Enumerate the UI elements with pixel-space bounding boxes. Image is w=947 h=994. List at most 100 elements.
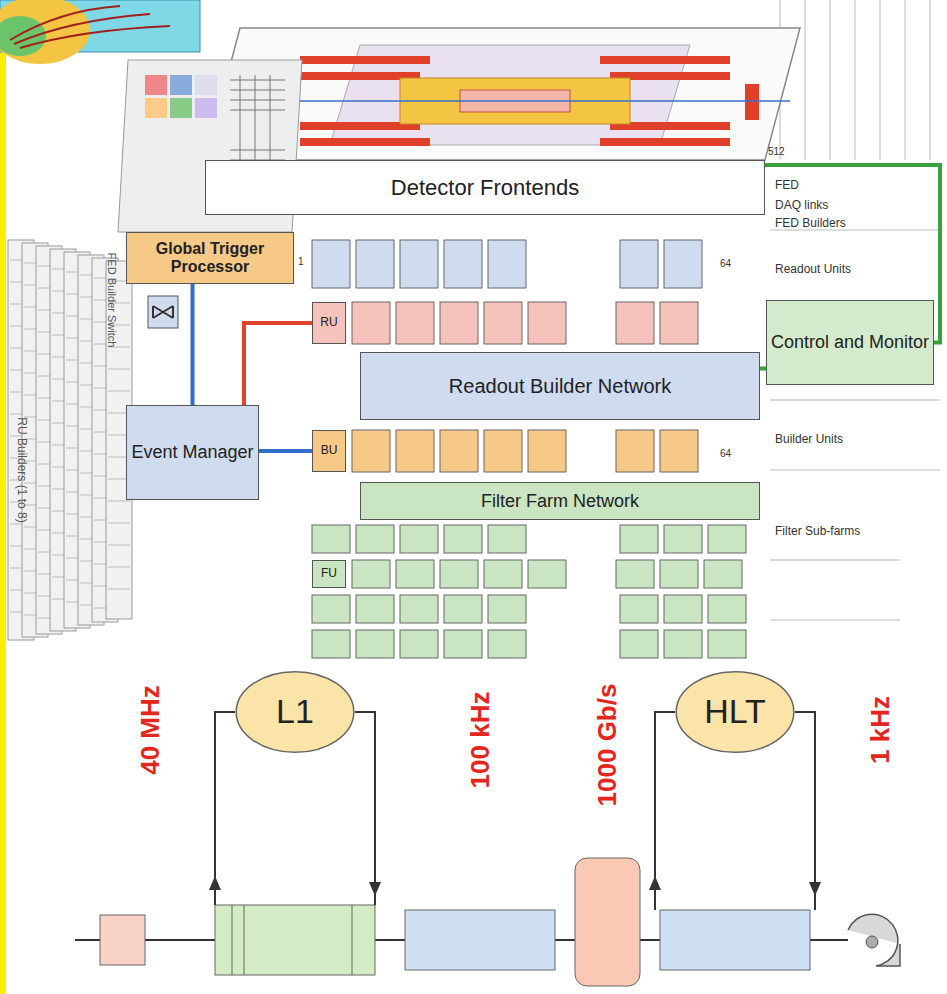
readout-unit-box: [528, 302, 566, 344]
rate-label: RU Builders (1 to 8): [15, 417, 29, 522]
trigger-ellipse: HLT: [675, 670, 795, 754]
filter-unit-box: [664, 595, 702, 623]
box-label: RU: [320, 316, 337, 330]
fed-builder-box: [488, 240, 526, 288]
readout-unit-box: [396, 302, 434, 344]
part-label: FED: [775, 178, 799, 192]
readout-unit-box: [440, 302, 478, 344]
filter-unit-box: [444, 630, 482, 658]
box-label: BU: [321, 444, 338, 458]
slab-line: [108, 523, 130, 524]
builder-unit-box: [484, 430, 522, 472]
part-label: 512: [768, 146, 785, 157]
box-label: Filter Farm Network: [481, 491, 639, 512]
filter-unit-box: [488, 525, 526, 553]
fed-builder-box: [444, 240, 482, 288]
ellipse-shape: [676, 672, 794, 753]
filter-unit-box: [620, 630, 658, 658]
fed-builder-box: [620, 240, 658, 288]
filter-unit-box: [708, 525, 746, 553]
rate-label: 1000 Gb/s: [592, 684, 623, 807]
rate-label: 100 kHz: [465, 692, 496, 789]
readout-unit-box: [660, 302, 698, 344]
part-label: 1: [298, 256, 304, 267]
rate-label: FED Builder Switch: [106, 253, 118, 348]
event-manager-box: Event Manager: [126, 405, 259, 500]
builder-unit-box: [396, 430, 434, 472]
filter-unit-box: [664, 630, 702, 658]
filter-unit-box: [396, 560, 434, 588]
slab-line: [108, 589, 130, 590]
ru-box: RU: [312, 302, 346, 344]
rate-label: 1 kHz: [865, 696, 896, 764]
builder-unit-box: [352, 430, 390, 472]
filter-unit-box: [400, 595, 438, 623]
filter-unit-box: [528, 560, 566, 588]
connector: [259, 449, 312, 453]
filter-unit-box: [660, 560, 698, 588]
trigger-processor-box: Global Trigger Processor: [126, 232, 294, 284]
filter-unit-box: [708, 595, 746, 623]
box-label: Global Trigger Processor: [127, 240, 293, 277]
filter-unit-box: [352, 560, 390, 588]
switch-icon: [148, 296, 178, 328]
filter-unit-box: [708, 630, 746, 658]
part-label: Filter Sub-farms: [775, 524, 860, 538]
rate-label: 40 MHz: [135, 685, 166, 775]
builder-unit-box: [528, 430, 566, 472]
slab-line: [108, 391, 130, 392]
control-box: Control and Monitor: [766, 300, 934, 385]
logo: [0, 0, 200, 64]
bu-box: BU: [312, 430, 346, 472]
filter-unit-box: [488, 630, 526, 658]
slab-line: [108, 545, 130, 546]
detector-frontends-box: Detector Frontends: [205, 160, 765, 215]
slab-line: [108, 567, 130, 568]
repeated-units: [8, 240, 746, 658]
filter-unit-box: [616, 560, 654, 588]
filter-unit-box: [312, 595, 350, 623]
fu-box: FU: [312, 560, 346, 588]
box-label: HLT: [704, 692, 766, 731]
box-label: Event Manager: [131, 442, 253, 463]
filter-unit-box: [400, 630, 438, 658]
fed-builder-box: [312, 240, 350, 288]
filter-unit-box: [440, 560, 478, 588]
builder-unit-box: [660, 430, 698, 472]
slab-line: [108, 369, 130, 370]
slab-line: [108, 501, 130, 502]
box-label: Control and Monitor: [771, 332, 929, 353]
filter-unit-box: [444, 525, 482, 553]
ellipse-shape: [236, 672, 354, 753]
box-label: Detector Frontends: [391, 175, 579, 200]
fed-builder-box: [664, 240, 702, 288]
builder-unit-box: [616, 430, 654, 472]
filter-unit-box: [664, 525, 702, 553]
part-label: 64: [720, 258, 731, 269]
box-label: FU: [321, 567, 337, 581]
network-box: Readout Builder Network: [360, 352, 760, 420]
box-label: L1: [276, 692, 314, 731]
box-label: Readout Builder Network: [449, 375, 671, 398]
part-label: Readout Units: [775, 262, 851, 276]
filter-unit-box: [356, 630, 394, 658]
part-label: Builder Units: [775, 432, 843, 446]
filter-unit-box: [704, 560, 742, 588]
filter-unit-box: [488, 595, 526, 623]
part-label: FED Builders: [775, 216, 846, 230]
part-label: DAQ links: [775, 198, 828, 212]
filter-unit-box: [356, 525, 394, 553]
trigger-ellipse: L1: [235, 670, 355, 754]
filter-unit-box: [444, 595, 482, 623]
readout-unit-box: [352, 302, 390, 344]
filter-unit-box: [312, 630, 350, 658]
filter-unit-box: [400, 525, 438, 553]
part-label: 64: [720, 448, 731, 459]
page-edge: [0, 0, 6, 994]
connector: [244, 323, 312, 405]
filter-unit-box: [356, 595, 394, 623]
fed-builder-box: [400, 240, 438, 288]
readout-unit-box: [484, 302, 522, 344]
fed-builder-box: [356, 240, 394, 288]
